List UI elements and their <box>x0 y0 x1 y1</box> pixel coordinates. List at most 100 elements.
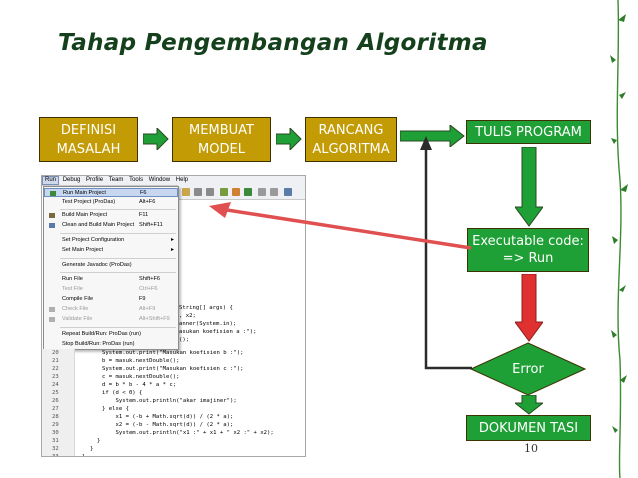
menu-item-label: Set Project Configuration <box>62 237 125 243</box>
box-tulis-program: TULIS PROGRAM <box>466 120 591 144</box>
build-icon[interactable] <box>220 188 228 196</box>
undo-icon[interactable] <box>194 188 202 196</box>
menu-item-validate-file[interactable]: Validate File Alt+Shift+F9 <box>44 315 178 324</box>
menu-run[interactable]: Run <box>42 176 60 185</box>
ide-menubar: Run Debug Profile Team Tools Window Help <box>42 176 305 186</box>
menu-debug[interactable]: Debug <box>62 177 81 183</box>
box-membuat-model: MEMBUAT MODEL <box>172 117 271 162</box>
code-fragment: (); <box>179 337 190 343</box>
run-icon[interactable] <box>244 188 252 196</box>
arrow-down-icon <box>515 395 543 415</box>
code-line: 31} <box>52 438 101 444</box>
menu-tools[interactable]: Tools <box>129 177 144 183</box>
ide-toolbar <box>178 185 305 200</box>
menu-item-shortcut: F9 <box>139 296 146 302</box>
line-number-gutter <box>42 349 75 456</box>
clean-build-icon[interactable] <box>232 188 240 196</box>
pointer-arrow <box>209 202 472 250</box>
menu-item-stop-build[interactable]: Stop Build/Run: ProDas (run) <box>44 340 178 349</box>
menu-item-label: Set Main Project <box>62 247 104 253</box>
menu-item-shortcut: Alt+F6 <box>139 199 156 205</box>
menu-profile[interactable]: Profile <box>86 177 104 183</box>
code-fragment: asukan koefisien a :"); <box>179 329 257 335</box>
menu-item-shortcut: Alt+Shift+F9 <box>139 316 170 322</box>
corner-vine-decoration <box>610 0 628 478</box>
redo-icon[interactable] <box>206 188 214 196</box>
code-line: 33} <box>52 454 86 457</box>
menu-item-build-main-project[interactable]: Build Main Project F11 <box>44 211 178 220</box>
toggle-icon[interactable] <box>284 188 292 196</box>
menu-separator <box>60 258 176 259</box>
menu-item-label: Run Main Project <box>63 190 106 196</box>
menu-item-test-file[interactable]: Test File Ctrl+F6 <box>44 285 178 294</box>
menu-item-shortcut: F11 <box>139 212 149 218</box>
menu-item-set-project-config[interactable]: Set Project Configuration ▸ <box>44 236 178 245</box>
menu-item-shortcut: Shift+F6 <box>139 276 160 282</box>
menu-item-repeat-build[interactable]: Repeat Build/Run: ProDas (run) <box>44 330 178 339</box>
code-line: 27} else { <box>52 406 129 412</box>
submenu-arrow-icon: ▸ <box>170 237 174 243</box>
code-fragment: anner(System.in); <box>179 321 237 327</box>
ide-screenshot: Run Debug Profile Team Tools Window Help… <box>41 175 306 457</box>
arrow-right-icon <box>143 128 169 150</box>
check-icon <box>49 307 55 312</box>
run-icon <box>50 191 56 196</box>
box-dokumentasi: DOKUMEN TASI <box>466 415 591 441</box>
loop-back-arrow <box>420 136 472 370</box>
slide-title: Tahap Pengembangan Algoritma <box>58 30 488 56</box>
clean-build-icon <box>49 223 55 228</box>
error-label: Error <box>512 361 544 377</box>
code-fragment: String[] args) { <box>179 305 233 311</box>
menu-item-label: Test File <box>62 286 83 292</box>
arrow-down-icon <box>515 147 543 227</box>
menu-item-clean-build[interactable]: Clean and Build Main Project Shift+F11 <box>44 221 178 230</box>
page-number: 10 <box>524 442 538 455</box>
menu-item-check-file[interactable]: Check File Alt+F9 <box>44 305 178 314</box>
menu-item-label: Compile File <box>62 296 94 302</box>
arrow-down-icon <box>515 274 543 342</box>
menu-separator <box>60 209 176 210</box>
menu-item-run-file[interactable]: Run File Shift+F6 <box>44 275 178 284</box>
menu-separator <box>60 272 176 273</box>
menu-item-compile-file[interactable]: Compile File F9 <box>44 295 178 304</box>
menu-team[interactable]: Team <box>108 177 124 183</box>
menu-item-test-project[interactable]: Test Project (ProDas) Alt+F6 <box>44 198 178 207</box>
code-line: 32} <box>52 446 94 452</box>
menu-separator <box>60 233 176 234</box>
menu-item-run-main-project[interactable]: Run Main Project F6 <box>44 188 178 197</box>
menu-separator <box>60 327 176 328</box>
save-icon[interactable] <box>182 188 190 196</box>
menu-item-set-main-project[interactable]: Set Main Project ▸ <box>44 246 178 255</box>
box-definisi-masalah: DEFINISI MASALAH <box>39 117 138 162</box>
menu-item-label: Validate File <box>62 316 93 322</box>
menu-item-shortcut: Ctrl+F6 <box>139 286 158 292</box>
menu-item-label: Stop Build/Run: ProDas (run) <box>62 341 135 347</box>
code-line: 29 x2 = (-b - Math.sqrt(d)) / (2 * a); <box>52 422 234 428</box>
menu-help[interactable]: Help <box>175 177 189 183</box>
menu-item-label: Generate Javadoc (ProDas) <box>62 262 132 268</box>
menu-item-label: Check File <box>62 306 89 312</box>
submenu-arrow-icon: ▸ <box>170 247 174 253</box>
menu-item-shortcut: F6 <box>140 190 147 196</box>
menu-item-generate-javadoc[interactable]: Generate Javadoc (ProDas) <box>44 261 178 270</box>
validate-icon <box>49 317 55 322</box>
menu-item-label: Build Main Project <box>62 212 108 218</box>
menu-item-shortcut: Shift+F11 <box>139 222 163 228</box>
code-line: 26 System.out.println("akar imajiner"); <box>52 398 237 404</box>
build-icon <box>49 213 55 218</box>
arrow-right-icon <box>276 128 302 150</box>
menu-item-label: Repeat Build/Run: ProDas (run) <box>62 331 141 337</box>
profile-icon[interactable] <box>270 188 278 196</box>
debug-icon[interactable] <box>258 188 266 196</box>
box-rancang-algoritma: RANCANG ALGORITMA <box>305 117 397 162</box>
arrow-right-icon <box>400 125 465 147</box>
menu-window[interactable]: Window <box>148 177 171 183</box>
code-line: 30 System.out.println("x1 :" + x1 + " x2… <box>52 430 274 436</box>
code-line: 28 x1 = (-b + Math.sqrt(d)) / (2 * a); <box>52 414 234 420</box>
